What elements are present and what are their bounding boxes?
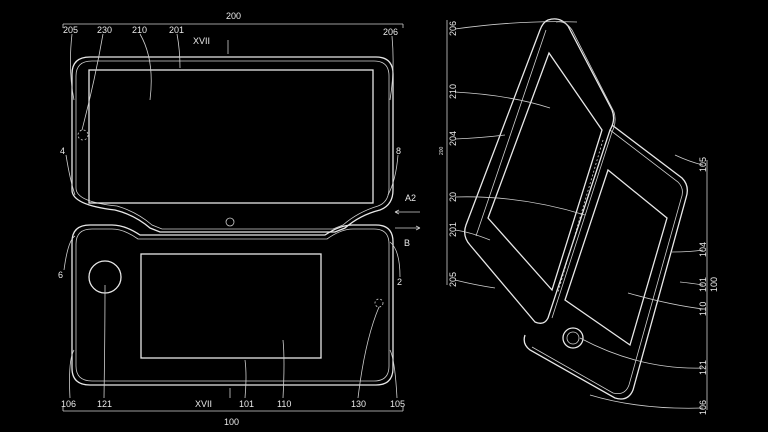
label-b: B — [404, 238, 410, 248]
label-105: 105 — [390, 399, 405, 409]
label-101-r: 101 — [698, 277, 708, 292]
left-leaders — [63, 24, 420, 411]
label-210-r: 210 — [448, 84, 458, 99]
label-205: 205 — [63, 25, 78, 35]
top-unit-200 — [72, 57, 393, 232]
label-2: 2 — [397, 277, 402, 287]
label-200: 200 — [226, 11, 241, 21]
label-20-r: 20 — [448, 192, 458, 202]
sensor-230 — [78, 130, 88, 140]
label-210: 210 — [132, 25, 147, 35]
label-106-r: 106 — [698, 400, 708, 415]
label-100-r: 100 — [709, 277, 719, 292]
label-205-r: 205 — [448, 272, 458, 287]
label-230: 230 — [97, 25, 112, 35]
label-section-top: XVII — [193, 36, 210, 46]
right-leaders — [447, 20, 707, 410]
perspective-device — [465, 19, 688, 399]
label-104-r: 104 — [698, 242, 708, 257]
bottom-unit-100 — [72, 225, 393, 385]
label-8: 8 — [396, 146, 401, 156]
bottom-screen-110 — [141, 254, 321, 358]
label-section-bottom: XVII — [195, 399, 212, 409]
label-204-r: 204 — [448, 131, 458, 146]
label-100: 100 — [224, 417, 239, 427]
label-206-r: 206 — [448, 21, 458, 36]
label-4: 4 — [60, 146, 65, 156]
label-201-r: 201 — [448, 222, 458, 237]
label-110-r: 110 — [698, 302, 708, 316]
label-130: 130 — [351, 399, 366, 409]
label-a2: A2 — [405, 193, 416, 203]
base-screen-110 — [565, 170, 667, 345]
label-121: 121 — [97, 399, 112, 409]
label-121-r: 121 — [698, 360, 708, 375]
label-105-r: 105 — [698, 157, 708, 172]
lid-screen-210 — [488, 53, 602, 290]
left-labels: 200 205 230 210 201 XVII 206 4 8 A2 B 6 … — [58, 11, 416, 427]
label-110: 110 — [277, 399, 291, 409]
sensor-130 — [375, 299, 383, 307]
label-101: 101 — [239, 399, 254, 409]
label-206: 206 — [383, 27, 398, 37]
right-labels: 206 210 204 200 20 201 205 105 104 101 1… — [439, 21, 719, 415]
label-201: 201 — [169, 25, 184, 35]
label-6: 6 — [58, 270, 63, 280]
label-106: 106 — [61, 399, 76, 409]
label-200-r: 200 — [439, 146, 445, 155]
top-screen-210 — [89, 70, 373, 203]
home-button — [226, 218, 234, 226]
